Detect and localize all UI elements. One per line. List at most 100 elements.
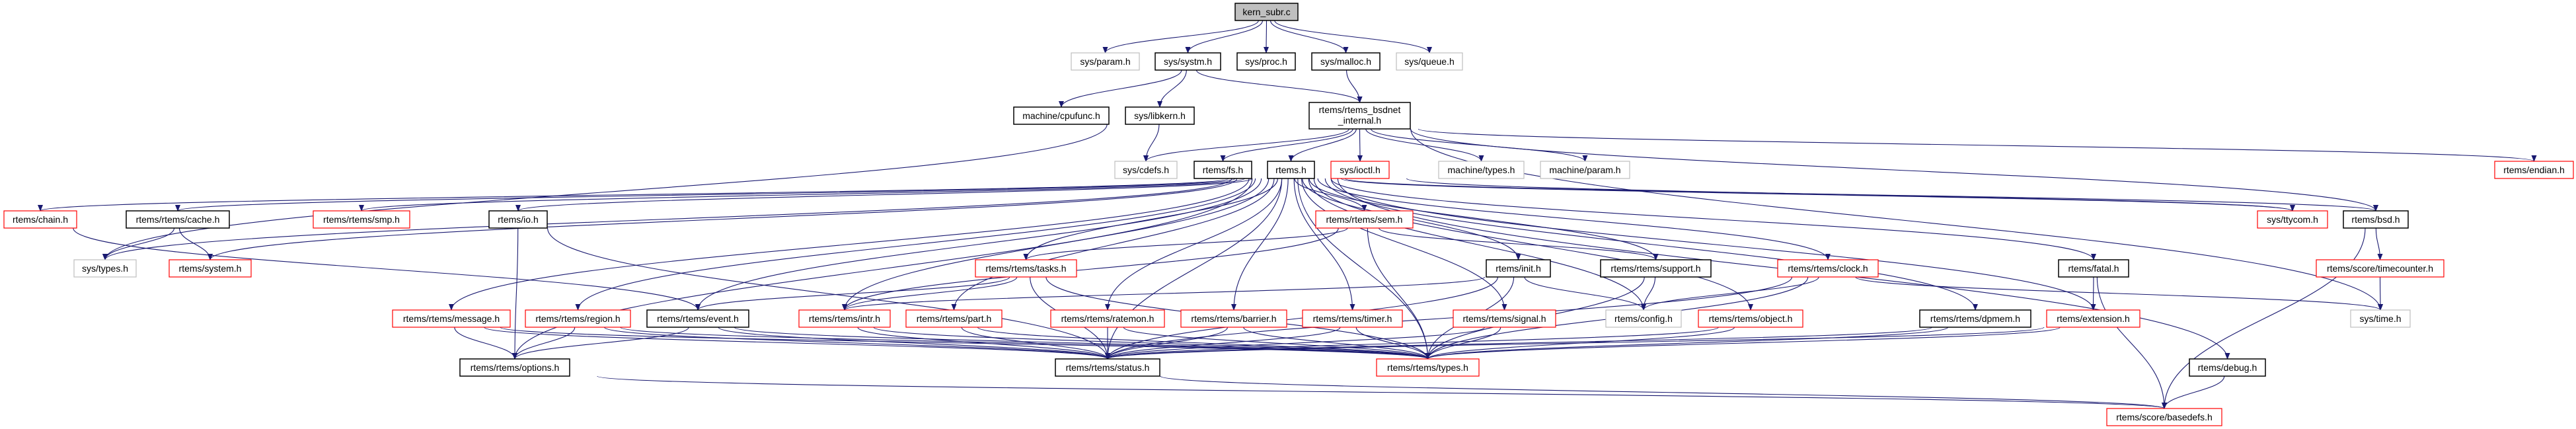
node-box (1330, 161, 1390, 179)
node-rtems-h[interactable]: rtems.h (1267, 161, 1315, 179)
node-kern-subr[interactable]: kern_subr.c (1234, 3, 1299, 21)
node-options[interactable]: rtems/rtems/options.h (459, 358, 570, 377)
node-sys-systm[interactable]: sys/systm.h (1155, 52, 1221, 71)
node-extension[interactable]: rtems/extension.h (2046, 309, 2140, 328)
edge-bsd-to-basedefs (2162, 227, 2366, 409)
node-label: rtems/config.h (1614, 313, 1673, 324)
node-basedefs[interactable]: rtems/score/basedefs.h (2106, 408, 2222, 426)
node-io[interactable]: rtems/io.h (488, 210, 548, 229)
node-machine-types[interactable]: machine/types.h (1438, 161, 1525, 179)
node-ratemon[interactable]: rtems/rtems/ratemon.h (1050, 309, 1165, 328)
node-timecounter[interactable]: rtems/score/timecounter.h (2316, 259, 2444, 278)
node-box (2316, 259, 2444, 278)
node-box (1071, 52, 1140, 71)
node-label: rtems/fatal.h (2068, 263, 2119, 274)
node-bsd[interactable]: rtems/bsd.h (2343, 210, 2409, 229)
node-tasks[interactable]: rtems/rtems/tasks.h (975, 259, 1077, 278)
edge-rtems_h-to-event (695, 178, 1262, 311)
node-box (1155, 52, 1221, 71)
node-label: rtems/rtems_bsdnet (1319, 104, 1401, 115)
node-sys-time[interactable]: sys/time.h (2350, 309, 2411, 328)
node-debug[interactable]: rtems/debug.h (2189, 358, 2266, 377)
edge-rtems_h-to-system (208, 178, 1238, 260)
edge-dpmem-to-status (1105, 327, 1932, 360)
node-signal[interactable]: rtems/rtems/signal.h (1453, 309, 1556, 328)
node-label: rtems/rtems/signal.h (1462, 313, 1546, 324)
node-object[interactable]: rtems/rtems/object.h (1698, 309, 1803, 328)
node-box (2350, 309, 2411, 328)
node-config[interactable]: rtems/config.h (1605, 309, 1682, 328)
edge-sys_systm-to-sys_libkern (1157, 69, 1187, 108)
edges-layer (38, 20, 2536, 409)
node-box (1013, 106, 1110, 125)
node-box (1376, 358, 1480, 377)
node-clock[interactable]: rtems/rtems/clock.h (1777, 259, 1879, 278)
edge-status-to-basedefs (1160, 375, 2167, 409)
node-label: rtems/rtems/ratemon.h (1061, 313, 1155, 324)
node-sys-libkern[interactable]: sys/libkern.h (1125, 106, 1195, 125)
node-init[interactable]: rtems/init.h (1486, 259, 1551, 278)
node-box (1315, 210, 1414, 229)
node-box (2106, 408, 2222, 426)
node-box (525, 309, 631, 328)
node-label: rtems/io.h (498, 214, 538, 225)
node-box (1540, 161, 1630, 179)
node-label: rtems/rtems/clock.h (1788, 263, 1868, 274)
node-message[interactable]: rtems/rtems/message.h (392, 309, 511, 328)
node-support[interactable]: rtems/rtems/support.h (1600, 259, 1712, 278)
node-label: sys/ioctl.h (1340, 165, 1380, 175)
node-region[interactable]: rtems/rtems/region.h (525, 309, 631, 328)
node-box (1308, 102, 1411, 130)
node-bsdnet[interactable]: rtems/rtems_bsdnet_internal.h (1308, 102, 1411, 130)
edge-barrier-to-status (1105, 327, 1228, 360)
edge-intr-to-status (857, 327, 1110, 360)
node-part[interactable]: rtems/rtems/part.h (905, 309, 1003, 328)
edge-sys_systm-to-machine_cpufunc (1059, 69, 1182, 108)
node-sys-ioctl[interactable]: sys/ioctl.h (1330, 161, 1390, 179)
node-types[interactable]: rtems/rtems/types.h (1376, 358, 1480, 377)
node-fatal[interactable]: rtems/fatal.h (2058, 259, 2129, 278)
edge-cache-to-sys_types (102, 227, 175, 260)
node-event[interactable]: rtems/rtems/event.h (646, 309, 749, 328)
node-cache[interactable]: rtems/rtems/cache.h (126, 210, 230, 229)
node-smp[interactable]: rtems/rtems/smp.h (313, 210, 410, 229)
node-label: rtems/chain.h (13, 214, 68, 225)
node-sys-malloc[interactable]: sys/malloc.h (1311, 52, 1381, 71)
edge-rtems_h-to-sem (1294, 178, 1367, 212)
node-chain[interactable]: rtems/chain.h (3, 210, 77, 229)
edge-bsdnet-to-rtems_h (1288, 128, 1357, 162)
node-box (1453, 309, 1556, 328)
node-label: rtems/rtems/options.h (471, 362, 560, 373)
node-machine-cpufunc[interactable]: machine/cpufunc.h (1013, 106, 1110, 125)
node-dpmem[interactable]: rtems/rtems/dpmem.h (1919, 309, 2031, 328)
node-status[interactable]: rtems/rtems/status.h (1055, 358, 1160, 377)
edge-bsdnet-to-sys_time (1410, 128, 2383, 311)
node-box (459, 358, 570, 377)
node-barrier[interactable]: rtems/rtems/barrier.h (1180, 309, 1287, 328)
edge-signal-to-types (1425, 327, 1501, 360)
node-label: sys/queue.h (1404, 56, 1455, 67)
node-sys-types[interactable]: sys/types.h (73, 259, 137, 278)
node-sys-queue[interactable]: sys/queue.h (1396, 52, 1463, 71)
node-timer[interactable]: rtems/rtems/timer.h (1302, 309, 1403, 328)
edge-kern_subr-to-sys_malloc (1269, 20, 1349, 54)
node-label: sys/ttycom.h (2267, 214, 2318, 225)
node-box (1193, 161, 1252, 179)
edge-rtems_h-to-signal (1301, 178, 1507, 311)
node-label: _internal.h (1338, 115, 1381, 126)
node-label: rtems/rtems/sem.h (1326, 214, 1403, 225)
node-sys-proc[interactable]: sys/proc.h (1236, 52, 1296, 71)
node-system[interactable]: rtems/system.h (169, 259, 252, 278)
node-box (488, 210, 548, 229)
node-ttycom[interactable]: sys/ttycom.h (2257, 210, 2328, 229)
node-sys-param[interactable]: sys/param.h (1071, 52, 1140, 71)
edge-bsdnet-to-rtems_fs (1220, 128, 1353, 162)
edge-sem-to-intr (842, 227, 1339, 311)
node-rtems-endian[interactable]: rtems/endian.h (2494, 161, 2574, 179)
edge-signal-to-status (1105, 327, 1486, 360)
node-sys-cdefs[interactable]: sys/cdefs.h (1114, 161, 1178, 179)
node-machine-param[interactable]: machine/param.h (1540, 161, 1630, 179)
node-intr[interactable]: rtems/rtems/intr.h (798, 309, 891, 328)
node-sem[interactable]: rtems/rtems/sem.h (1315, 210, 1414, 229)
node-rtems-fs[interactable]: rtems/fs.h (1193, 161, 1252, 179)
